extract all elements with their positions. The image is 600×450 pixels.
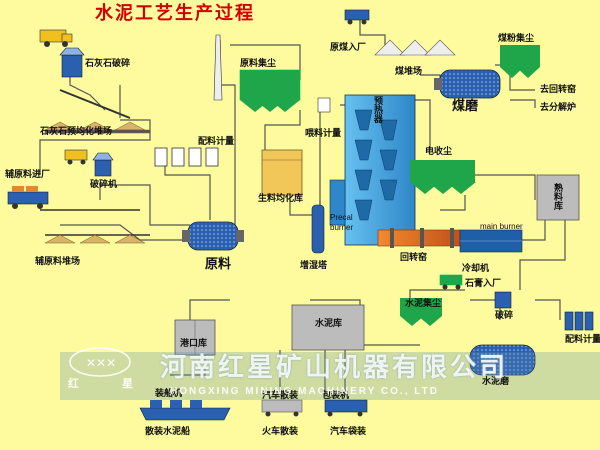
watermark-company-en: HONGXING MINING MACHINERY CO., LTD	[170, 386, 439, 397]
label-coal-mill: 煤磨	[452, 99, 479, 114]
page-title: 水泥工艺生产过程	[95, 3, 255, 24]
label-truck-bag: 汽车袋装	[330, 427, 367, 437]
label-port-silo: 港口库	[180, 339, 208, 349]
watermark-company-cn: 河南红星矿山机器有限公司	[160, 353, 509, 383]
label-raw-material: 原料	[205, 257, 232, 272]
aux-crusher	[92, 152, 114, 177]
label-cement-silo: 水泥库	[315, 319, 343, 329]
label-main-burner: main burner	[480, 222, 523, 231]
limestone-crusher	[59, 47, 85, 78]
label-feeding-meter: 喂料计量	[305, 129, 342, 139]
label-bag-packing: 包装机	[322, 391, 350, 401]
feeding-meter	[317, 97, 331, 113]
label-bulk-ship: 散装水泥船	[145, 427, 191, 437]
chimney	[213, 34, 223, 101]
humidifier-tower	[311, 204, 325, 254]
label-aux-material-in: 辅原料进厂	[5, 170, 51, 180]
cooler	[459, 229, 523, 253]
label-bag-loading: 装船机	[155, 389, 183, 399]
raw-mill	[182, 221, 244, 251]
label-coal-in: 原煤入厂	[330, 43, 367, 53]
aux-conveyors	[40, 209, 150, 236]
port-silo	[174, 319, 216, 356]
label-train-bulk: 火车散装	[262, 427, 299, 437]
label-electric-dust: 电收尘	[425, 147, 453, 157]
coal-dust-collector	[500, 45, 540, 78]
batching-bins-2	[564, 311, 594, 331]
truck-limestone	[39, 29, 73, 47]
cement-mill	[469, 344, 536, 376]
electric-dust-collector	[410, 160, 476, 194]
label-batching-meter-2: 配料计量	[565, 335, 600, 345]
label-rotary-kiln: 回转窑	[400, 253, 428, 263]
raw-homogenizer-silo	[261, 149, 303, 196]
truck-coal	[344, 9, 370, 25]
label-preheater: 预热器	[372, 96, 382, 123]
label-crusher: 破碎机	[90, 180, 118, 190]
label-to-calciner: 去分解炉	[540, 103, 577, 113]
label-limestone-storage: 石灰石预均化堆场	[40, 127, 113, 137]
label-cement-dust: 水泥集尘	[405, 299, 442, 309]
label-raw-dust: 原料集尘	[240, 59, 277, 69]
label-precal-2: burner	[330, 223, 354, 232]
label-limestone-crushing: 石灰石破碎	[85, 59, 131, 69]
label-aux-storage: 辅原料堆场	[35, 257, 81, 267]
cement-silo	[291, 304, 365, 351]
aux-piles	[44, 234, 146, 244]
conveyor-limestone	[59, 85, 131, 119]
label-truck-bulk: 汽车散装	[262, 391, 299, 401]
clinker-silo	[536, 174, 580, 221]
rotary-kiln	[377, 228, 461, 248]
label-precal-1: Precal	[330, 213, 353, 222]
label-raw-homogenizer: 生料均化库	[258, 194, 304, 204]
gypsum-crusher	[494, 291, 512, 309]
limestone-pile	[44, 121, 151, 134]
label-gypsum-in: 石膏入厂	[465, 279, 502, 289]
batching-bins	[154, 147, 219, 167]
label-batching-meter: 配料计量	[198, 137, 235, 147]
svg-text:✕✕✕: ✕✕✕	[86, 356, 116, 370]
ship	[139, 400, 231, 421]
coal-yard	[374, 39, 456, 56]
watermark-logo-right: 星	[122, 377, 133, 390]
truck-bag	[324, 399, 368, 417]
cement-dust-collector	[400, 298, 442, 326]
label-coal-dust: 煤粉集尘	[498, 34, 535, 44]
watermark-band: ✕✕✕	[60, 347, 600, 400]
label-gypsum-crush: 破碎	[495, 311, 514, 321]
label-coal-yard: 煤堆场	[395, 67, 423, 77]
label-cooler: 冷却机	[462, 264, 490, 274]
truck-aux-material	[64, 149, 88, 165]
truck-aux-blue	[7, 186, 49, 209]
watermark-logo-icon	[69, 347, 131, 377]
raw-dust-collector	[239, 69, 301, 112]
label-clinker-store: 熟料库	[552, 183, 562, 210]
label-to-kiln: 去回转窑	[540, 85, 577, 95]
train-bulk	[261, 399, 303, 417]
label-humidifier-tower: 增湿塔	[300, 261, 328, 271]
label-cement-mill: 水泥磨	[482, 377, 510, 387]
watermark-logo-left: 红	[68, 377, 79, 390]
coal-mill	[434, 69, 501, 99]
gypsum-truck	[439, 274, 463, 290]
